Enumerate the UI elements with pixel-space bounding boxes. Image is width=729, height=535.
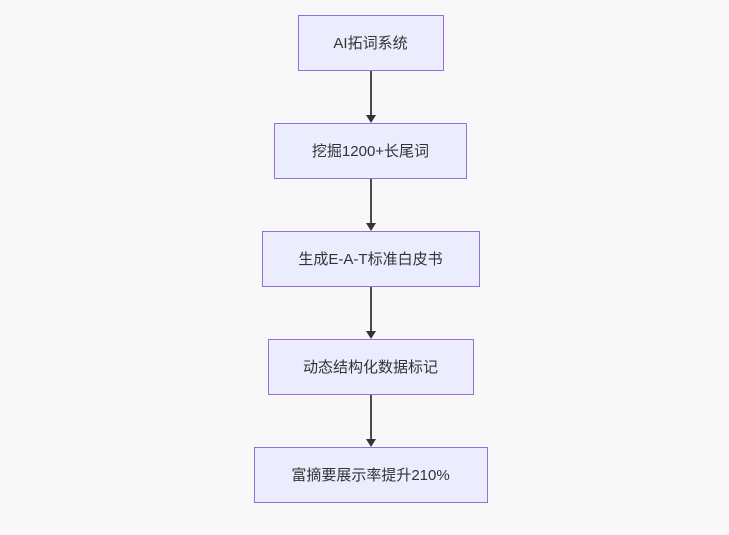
node-rich-snippet-rate-increase: 富摘要展示率提升210% [253, 447, 488, 503]
edge-line [369, 179, 372, 224]
edge-arrow-1 [365, 71, 376, 123]
edge-line [369, 287, 372, 332]
edge-arrow-4 [365, 395, 376, 447]
node-ai-keyword-expansion-system: AI拓词系统 [297, 15, 444, 71]
edge-arrow-2 [365, 179, 376, 231]
arrowhead-down-icon [365, 223, 376, 231]
edge-line [369, 71, 372, 116]
node-eat-standard-whitepaper: 生成E-A-T标准白皮书 [261, 231, 480, 287]
arrowhead-down-icon [365, 115, 376, 123]
edge-line [369, 395, 372, 440]
flowchart-column: AI拓词系统 挖掘1200+长尾词 生成E-A-T标准白皮书 动态结构化数据标记… [6, 0, 729, 503]
node-dynamic-structured-data-markup: 动态结构化数据标记 [267, 339, 474, 395]
node-longtail-keyword-mining: 挖掘1200+长尾词 [274, 123, 467, 179]
edge-arrow-3 [365, 287, 376, 339]
arrowhead-down-icon [365, 439, 376, 447]
arrowhead-down-icon [365, 331, 376, 339]
